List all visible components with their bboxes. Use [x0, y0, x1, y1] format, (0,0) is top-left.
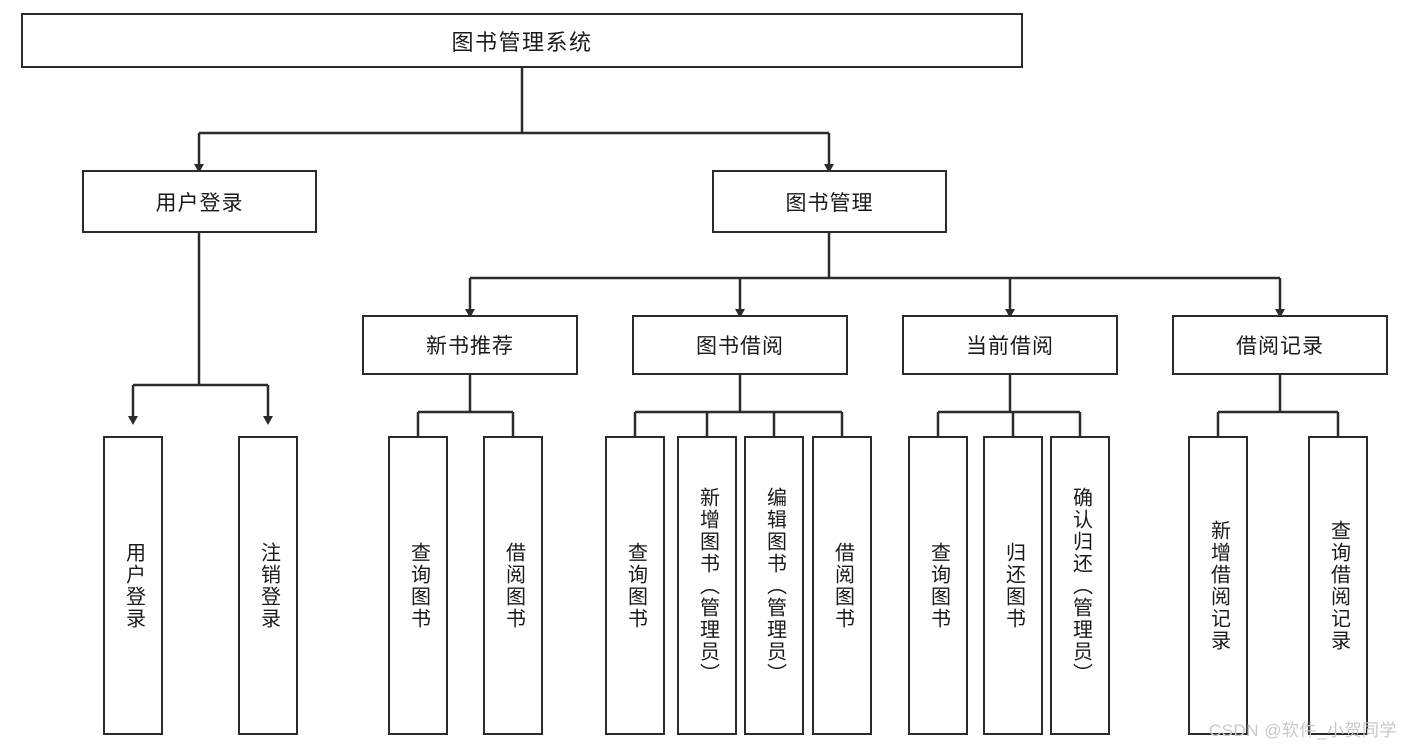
- leaf-query-book-rec[interactable]: 查询图书: [388, 436, 448, 735]
- node-root[interactable]: 图书管理系统: [21, 13, 1023, 68]
- leaf-return-book[interactable]: 归还图书: [983, 436, 1043, 735]
- leaf-query-book-cb[interactable]: 查询图书: [908, 436, 968, 735]
- node-current-borrow[interactable]: 当前借阅: [902, 315, 1118, 375]
- leaf-add-book[interactable]: 新增图书（管理员）: [677, 436, 737, 735]
- node-label: 图书管理: [785, 191, 874, 215]
- leaf-confirm-return[interactable]: 确认归还（管理员）: [1050, 436, 1110, 735]
- node-label: 查询图书: [407, 541, 430, 630]
- node-label: 新书推荐: [426, 335, 514, 358]
- leaf-add-record[interactable]: 新增借阅记录: [1188, 436, 1248, 735]
- node-label: 归还图书: [1002, 541, 1025, 630]
- node-book-borrow[interactable]: 图书借阅: [632, 315, 848, 375]
- node-label: 借阅图书: [831, 541, 854, 630]
- node-label: 新增借阅记录: [1207, 519, 1230, 652]
- node-book-manage[interactable]: 图书管理: [712, 170, 947, 233]
- leaf-borrow-book-rec[interactable]: 借阅图书: [483, 436, 543, 735]
- node-label: 编辑图书（管理员）: [763, 486, 786, 685]
- leaf-edit-book[interactable]: 编辑图书（管理员）: [744, 436, 804, 735]
- leaf-query-book-br[interactable]: 查询图书: [605, 436, 665, 735]
- node-label: 图书管理系统: [451, 29, 593, 55]
- node-label: 查询图书: [624, 541, 647, 630]
- leaf-user-login[interactable]: 用户登录: [103, 436, 163, 735]
- leaf-borrow-book-br[interactable]: 借阅图书: [812, 436, 872, 735]
- node-label: 用户登录: [122, 541, 145, 630]
- leaf-query-record[interactable]: 查询借阅记录: [1308, 436, 1368, 735]
- node-label: 确认归还（管理员）: [1069, 486, 1092, 685]
- node-label: 用户登录: [155, 191, 244, 215]
- node-label: 查询借阅记录: [1327, 519, 1350, 652]
- node-borrow-record[interactable]: 借阅记录: [1172, 315, 1388, 375]
- node-label: 注销登录: [257, 541, 280, 630]
- node-label: 新增图书（管理员）: [696, 486, 719, 685]
- node-label: 查询图书: [927, 541, 950, 630]
- node-user-login[interactable]: 用户登录: [82, 170, 317, 233]
- leaf-user-logout[interactable]: 注销登录: [238, 436, 298, 735]
- node-label: 图书借阅: [696, 335, 784, 358]
- node-label: 借阅记录: [1236, 335, 1324, 358]
- node-label: 借阅图书: [502, 541, 525, 630]
- node-label: 当前借阅: [966, 335, 1054, 358]
- watermark: CSDN @软件_小贺同学: [1208, 721, 1397, 740]
- node-new-book-rec[interactable]: 新书推荐: [362, 315, 578, 375]
